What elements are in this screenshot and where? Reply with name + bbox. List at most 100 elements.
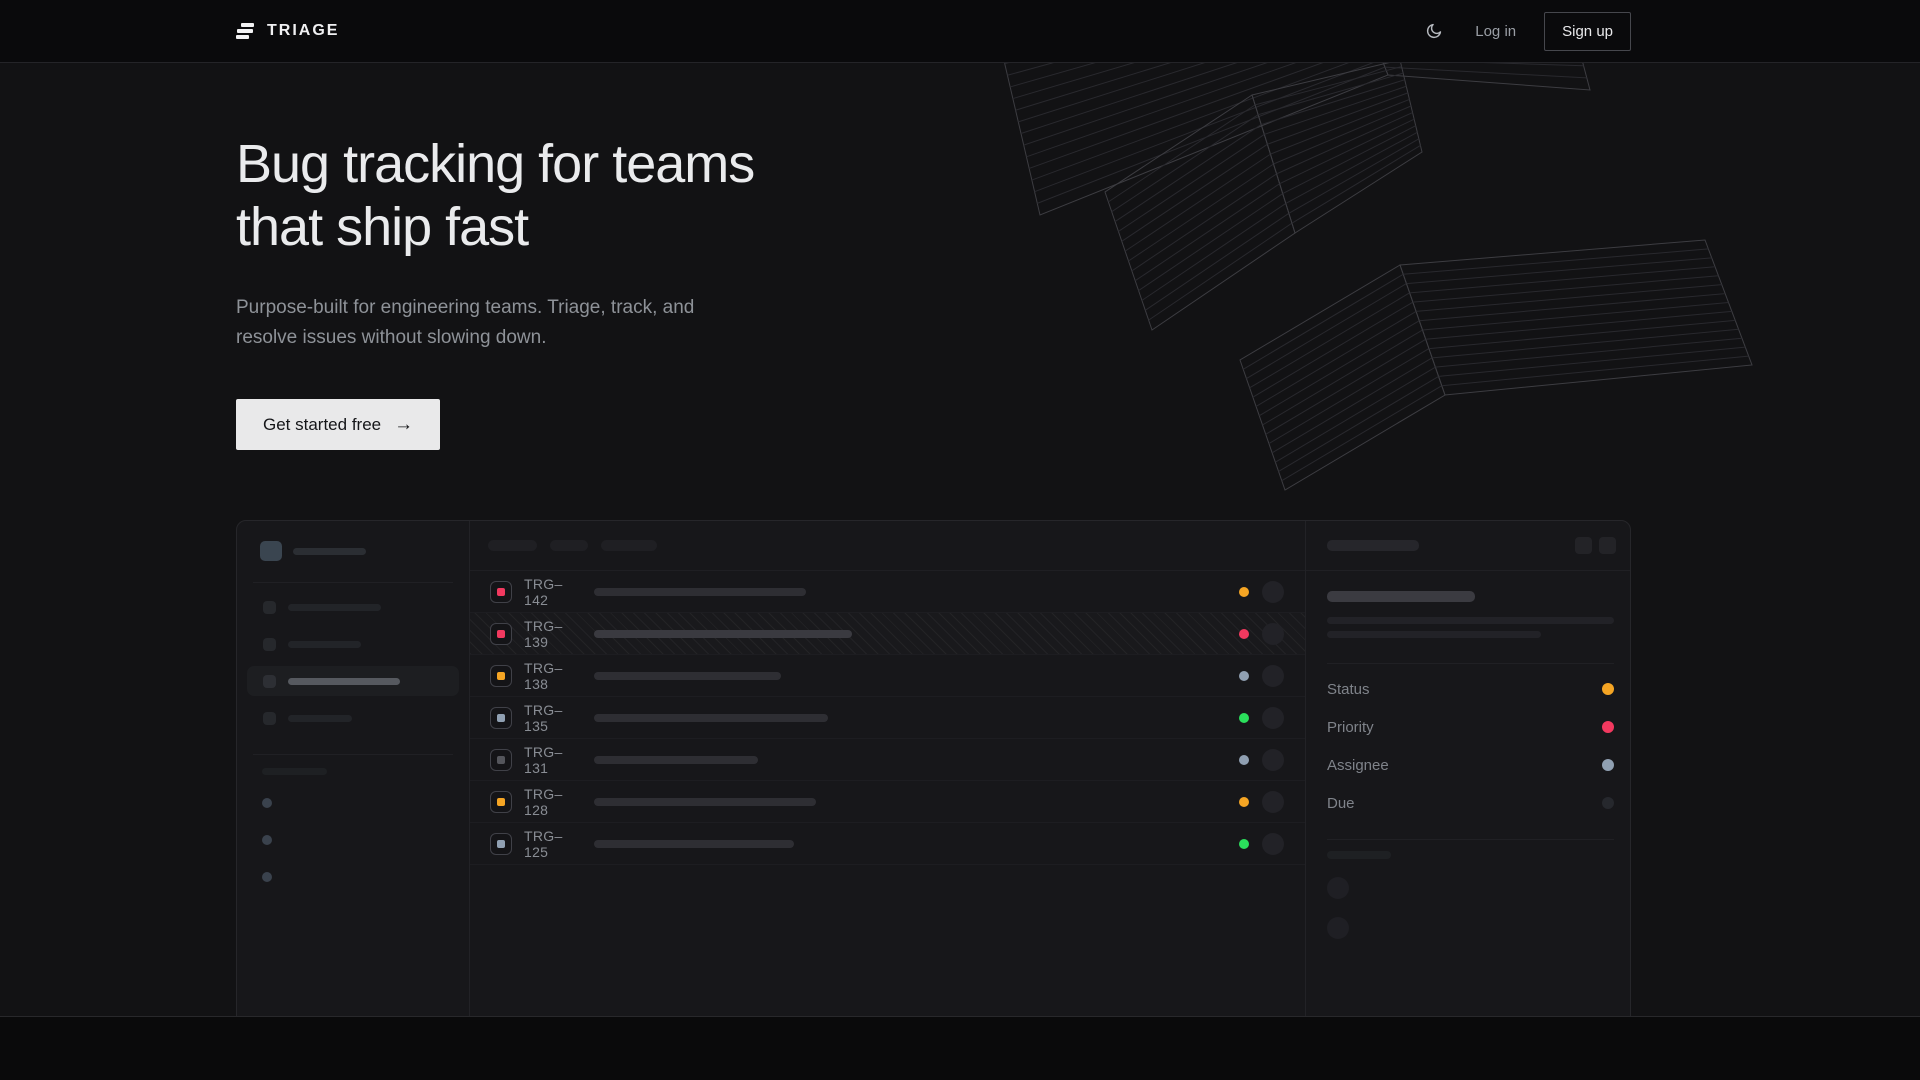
status-dot: [1239, 754, 1249, 765]
next-section-band: [0, 1016, 1920, 1080]
sidebar-item-label-skeleton: [288, 603, 381, 611]
status-dot: [1239, 838, 1249, 849]
nav-right: Log in Sign up: [1421, 11, 1631, 51]
page-title-line2: that ship fast: [236, 197, 529, 257]
detail-field-row: Priority: [1327, 708, 1614, 746]
issue-type-icon: [490, 790, 512, 813]
issue-row: TRG–125: [470, 823, 1305, 865]
issue-type-color-dot: [497, 839, 505, 848]
assignee-avatar: [1262, 706, 1284, 729]
sidebar-divider: [253, 582, 453, 583]
issue-type-color-dot: [497, 587, 505, 596]
hero-section: Bug tracking for teams that ship fast Pu…: [0, 63, 1920, 1016]
issue-type-color-dot: [497, 629, 505, 638]
brand-logo[interactable]: TRIAGE: [236, 22, 339, 40]
sidebar-nav-item: [247, 629, 459, 659]
avatar: [1327, 877, 1349, 899]
mockup-sidebar: [237, 521, 470, 1016]
issue-title-skeleton: [594, 755, 758, 764]
issue-type-color-dot: [497, 797, 505, 806]
sidebar-nav-item: [247, 703, 459, 733]
sidebar-item-label-skeleton: [288, 714, 352, 722]
detail-field-row: Due: [1327, 784, 1614, 822]
sidebar-nav-item: [247, 666, 459, 696]
issue-title-skeleton: [594, 797, 816, 806]
field-label: Assignee: [1327, 756, 1389, 774]
issue-type-icon: [490, 748, 512, 771]
navbar: TRIAGE Log in Sign up: [0, 0, 1920, 63]
assignee-avatar: [1262, 832, 1284, 855]
sidebar-item-icon: [263, 600, 276, 614]
issue-type-color-dot: [497, 713, 505, 722]
sidebar-nav-item: [247, 592, 459, 622]
status-dot: [1239, 712, 1249, 723]
issue-title-skeleton: [594, 671, 781, 680]
issue-row: TRG–138: [470, 655, 1305, 697]
sidebar-nav: [237, 592, 469, 733]
field-value-dot: [1602, 797, 1614, 809]
issue-id: TRG–138: [524, 659, 563, 692]
issue-row: TRG–142: [470, 571, 1305, 613]
status-dot: [1239, 586, 1249, 597]
workspace-name-skeleton: [293, 547, 366, 555]
brand-name: TRIAGE: [267, 22, 340, 39]
field-value-dot: [1602, 721, 1614, 733]
get-started-button[interactable]: Get started free →: [236, 399, 441, 450]
sidebar-item-icon: [263, 674, 276, 688]
issue-id: TRG–125: [524, 827, 563, 860]
filter-pill-skeleton: [601, 540, 657, 551]
filter-pill-skeleton: [488, 540, 537, 551]
filter-pill-skeleton: [550, 540, 588, 551]
issue-list-header: [470, 521, 1305, 571]
assignee-avatar: [1262, 790, 1284, 813]
sidebar-dots: [237, 798, 469, 882]
issue-row: TRG–131: [470, 739, 1305, 781]
panel-action-skeleton: [1575, 537, 1592, 554]
issue-id: TRG–135: [524, 701, 563, 734]
issue-id: TRG–139: [524, 617, 563, 650]
issue-row: TRG–135: [470, 697, 1305, 739]
field-value-dot: [1602, 683, 1614, 695]
panel-title-skeleton: [1327, 540, 1419, 551]
description-line-skeleton: [1327, 617, 1614, 624]
issue-title-skeleton: [594, 629, 852, 638]
theme-toggle-button[interactable]: [1421, 18, 1447, 44]
detail-field-row: Status: [1327, 670, 1614, 708]
issue-id: TRG–128: [524, 785, 563, 818]
sidebar-item-icon: [263, 711, 276, 725]
issue-type-icon: [490, 706, 512, 729]
issue-type-icon: [490, 832, 512, 855]
sidebar-dot: [262, 798, 272, 808]
sidebar-item-label-skeleton: [288, 677, 400, 685]
sidebar-dot: [262, 872, 272, 882]
assignee-avatar: [1262, 748, 1284, 771]
get-started-label: Get started free: [263, 414, 382, 434]
assignee-avatar: [1262, 580, 1284, 603]
issue-type-color-dot: [497, 755, 505, 764]
panel-action-skeleton: [1599, 537, 1616, 554]
issue-type-icon: [490, 622, 512, 645]
hero-subtext: Purpose-built for engineering teams. Tri…: [236, 297, 695, 348]
page-title-line1: Bug tracking for teams: [236, 134, 755, 194]
field-value-dot: [1602, 759, 1614, 771]
avatar: [1327, 917, 1349, 939]
issue-type-icon: [490, 664, 512, 687]
field-label: Priority: [1327, 718, 1374, 736]
login-link[interactable]: Log in: [1475, 22, 1517, 40]
page-title: Bug tracking for teams that ship fast: [236, 63, 1920, 259]
issue-id: TRG–142: [524, 575, 563, 608]
sidebar-item-icon: [263, 637, 276, 651]
signup-button[interactable]: Sign up: [1544, 11, 1631, 51]
issue-type-color-dot: [497, 671, 505, 680]
issue-title-skeleton: [594, 713, 828, 722]
issue-row: TRG–139: [470, 613, 1305, 655]
triage-bars-icon: [236, 23, 254, 39]
panel-divider: [1327, 839, 1614, 840]
workspace-icon: [260, 541, 282, 561]
issue-title-skeleton: [594, 839, 794, 848]
